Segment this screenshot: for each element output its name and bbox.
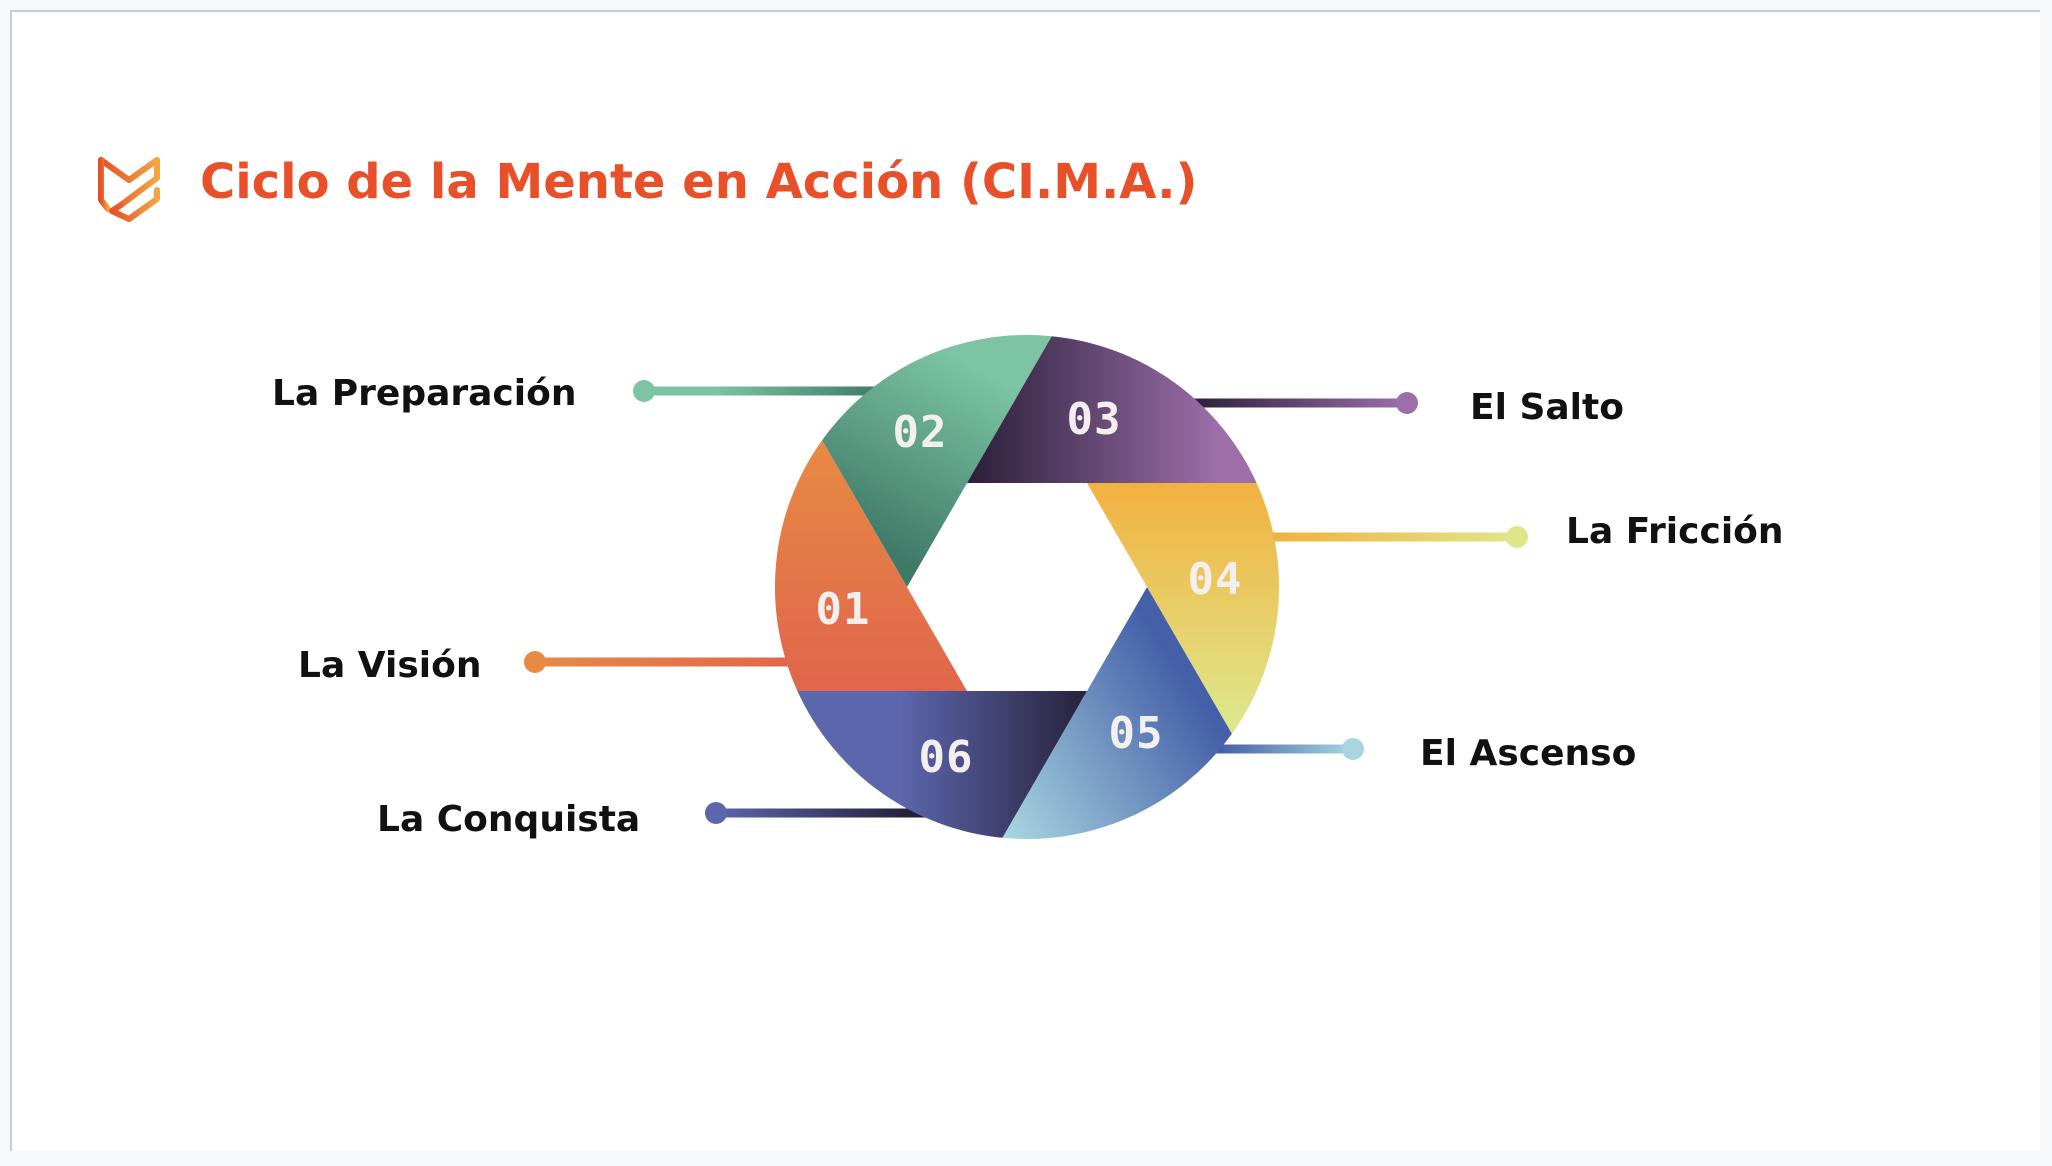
slide (10, 10, 2040, 1151)
chevron-shield-logo-icon (98, 157, 160, 222)
stage-label-03: El Salto (1470, 387, 1624, 428)
segment-02[interactable] (822, 334, 1052, 587)
segment-01[interactable] (774, 440, 967, 691)
stage-label-04: La Fricción (1566, 511, 1784, 552)
connector-dot-05 (1342, 738, 1364, 760)
stage-label-05: El Ascenso (1420, 733, 1636, 774)
page-title: Ciclo de la Mente en Acción (CI.M.A.) (200, 154, 1197, 210)
stage-label-02: La Preparación (272, 373, 576, 414)
connector-dot-04 (1506, 526, 1528, 548)
segment-03[interactable] (967, 336, 1257, 483)
segment-number-03: 03 (1067, 394, 1122, 445)
connector-dot-02 (633, 380, 655, 402)
segment-number-01: 01 (816, 584, 871, 635)
connector-dot-06 (705, 802, 727, 824)
connector-04 (1250, 526, 1528, 548)
stage-label-06: La Conquista (377, 799, 640, 840)
connector-dot-01 (524, 651, 546, 673)
segment-number-02: 02 (893, 407, 948, 458)
connector-dot-03 (1396, 392, 1418, 414)
segment-05[interactable] (1002, 587, 1232, 840)
segment-number-05: 05 (1109, 708, 1164, 759)
connector-02 (633, 380, 900, 402)
connector-06 (705, 802, 940, 824)
stage-label-01: La Visión (298, 645, 481, 686)
connector-01 (524, 651, 820, 673)
connector-05 (1200, 738, 1364, 760)
segment-06[interactable] (797, 691, 1087, 838)
segment-number-04: 04 (1188, 554, 1243, 605)
connector-03 (1170, 392, 1418, 414)
segment-04[interactable] (1087, 483, 1280, 734)
segment-number-06: 06 (919, 732, 974, 783)
